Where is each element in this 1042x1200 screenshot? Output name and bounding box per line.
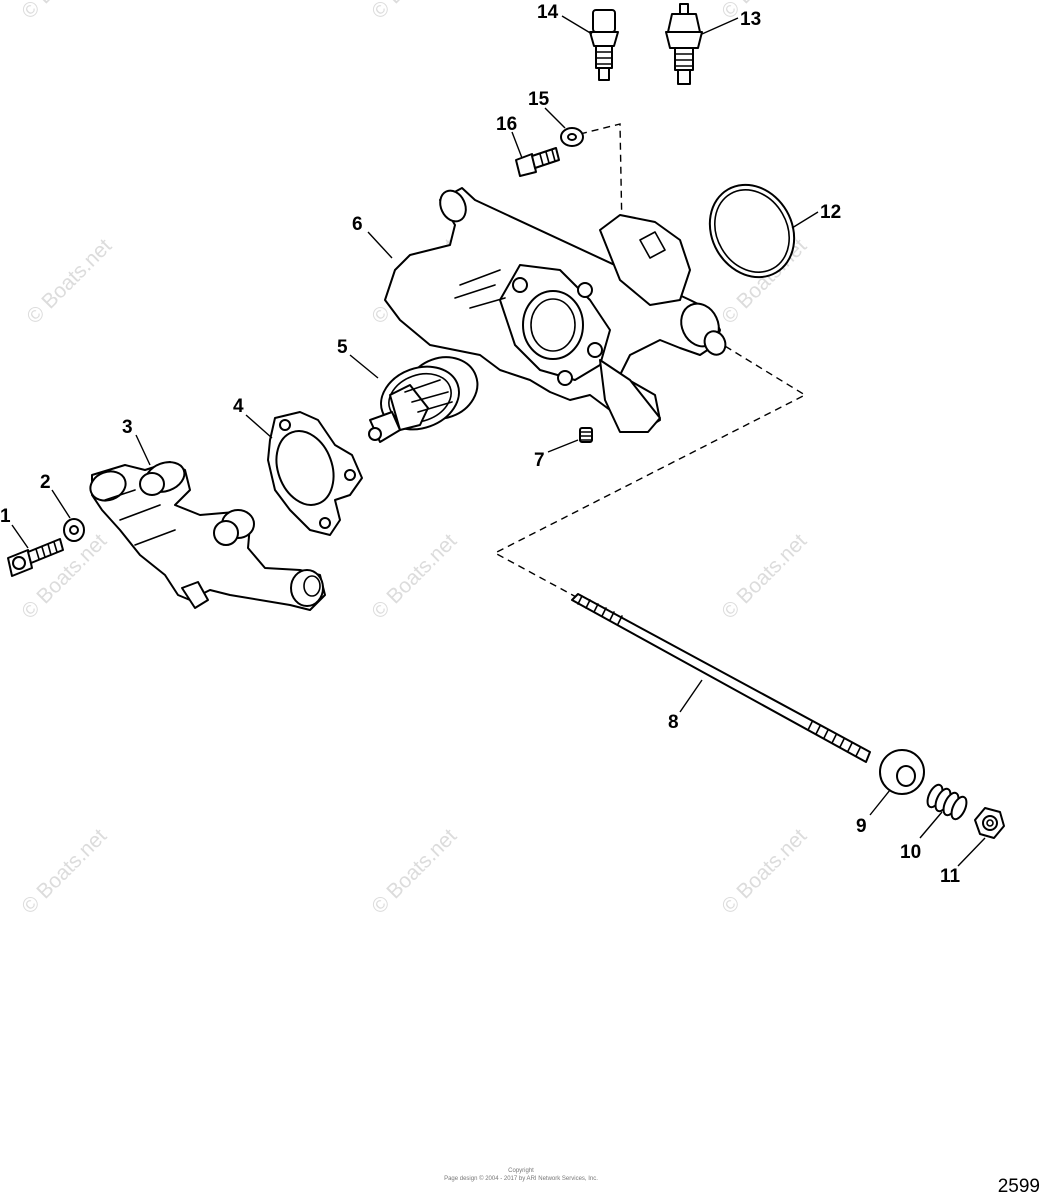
- part-5-thermostat: [368, 356, 479, 443]
- part-1-bolt: [7, 538, 64, 577]
- part-9-ball: [879, 749, 925, 795]
- leader-9: [869, 789, 891, 816]
- part-12-o-ring: [708, 183, 796, 279]
- part-4-gasket: [267, 411, 363, 536]
- callout-8: 8: [668, 712, 679, 733]
- leader-3: [135, 434, 151, 466]
- leader-14: [561, 15, 593, 35]
- watermark: © Boats.net: [17, 529, 111, 623]
- watermarks: © Boats.net © Boats.net © Boats.net © Bo…: [17, 0, 811, 919]
- callout-9: 9: [856, 816, 867, 837]
- watermark: © Boats.net: [17, 0, 111, 24]
- dashed-line-bolt-15: [579, 123, 623, 233]
- leader-6: [367, 231, 393, 259]
- dashed-line-stud-8: [493, 339, 807, 599]
- copyright-line-1: Copyright: [508, 1168, 534, 1174]
- part-6-thermostat-housing: [384, 187, 727, 433]
- watermark: © Boats.net: [717, 824, 811, 918]
- leader-12: [791, 211, 819, 229]
- callout-11: 11: [940, 866, 961, 887]
- callout-7: 7: [534, 450, 545, 471]
- part-10-spring: [926, 783, 968, 821]
- leader-lines: [11, 15, 986, 867]
- callout-14: 14: [537, 2, 559, 23]
- leader-8: [679, 679, 703, 713]
- part-11-nut: [974, 807, 1005, 839]
- watermark: © Boats.net: [367, 529, 461, 623]
- watermark: © Boats.net: [717, 529, 811, 623]
- leader-4: [245, 414, 273, 439]
- part-15-washer: [560, 127, 584, 147]
- watermark: © Boats.net: [717, 0, 811, 24]
- callout-10: 10: [900, 842, 921, 863]
- figure-number: 2599: [998, 1176, 1040, 1197]
- copyright-line-2: Page design © 2004 - 2017 by ARI Network…: [444, 1175, 598, 1182]
- callout-4: 4: [233, 396, 244, 417]
- part-16-bolt: [515, 147, 560, 177]
- leader-15: [544, 107, 566, 129]
- callout-16: 16: [496, 114, 517, 135]
- leader-7: [547, 439, 579, 453]
- callout-1: 1: [0, 506, 11, 527]
- part-14-sender: [589, 9, 619, 81]
- watermark: © Boats.net: [367, 824, 461, 918]
- part-8-stud: [571, 593, 871, 763]
- leader-1: [11, 524, 29, 549]
- callout-6: 6: [352, 214, 363, 235]
- part-3-elbow: [89, 461, 326, 611]
- callout-3: 3: [122, 417, 133, 438]
- callout-labels: 1 2 3 4 5 6 7 8 9 10 11 12 13 14 15 16: [0, 2, 961, 887]
- watermark: © Boats.net: [367, 0, 461, 24]
- callout-5: 5: [337, 337, 348, 358]
- part-2-washer: [63, 518, 85, 542]
- callout-15: 15: [528, 89, 550, 110]
- callout-13: 13: [740, 9, 761, 30]
- callout-2: 2: [40, 472, 51, 493]
- leader-2: [51, 489, 71, 519]
- leader-11: [957, 837, 986, 867]
- part-13-sender: [665, 3, 703, 85]
- leader-10: [919, 811, 943, 839]
- callout-12: 12: [820, 202, 841, 223]
- leader-5: [349, 354, 379, 379]
- part-7-plug: [579, 427, 593, 443]
- watermark: © Boats.net: [22, 234, 116, 328]
- leader-13: [701, 17, 739, 35]
- assembly-lines: [493, 123, 807, 599]
- watermark: © Boats.net: [17, 824, 111, 918]
- leader-16: [511, 131, 523, 159]
